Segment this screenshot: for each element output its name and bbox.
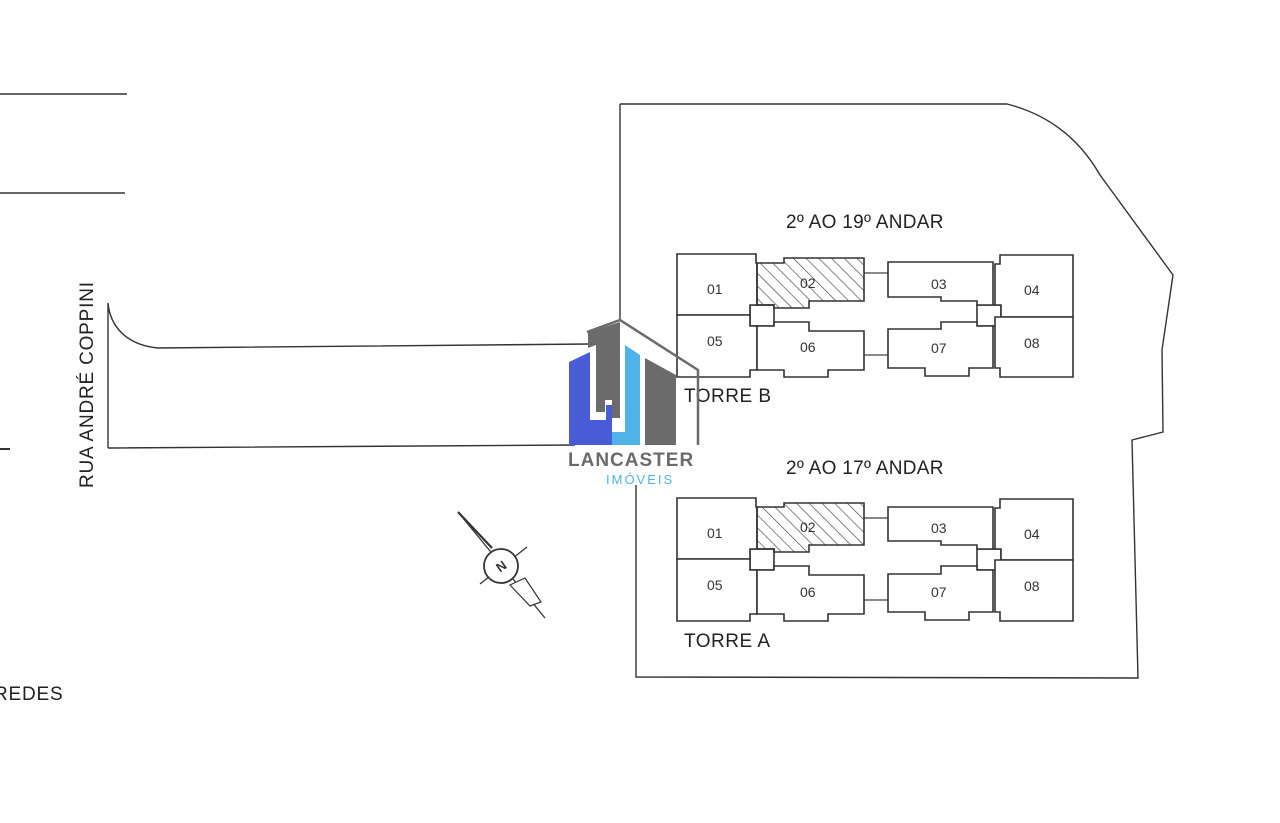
logo-subtitle: IMÓVEIS	[606, 472, 674, 487]
tower-b-unit-03	[887, 261, 994, 306]
tower-a-unit-07	[887, 565, 994, 621]
tower-a-unit-03-label: 03	[931, 520, 947, 536]
tower-a-unit-08	[994, 559, 1074, 622]
lancaster-logo: LANCASTER IMÓVEIS	[568, 318, 700, 487]
tower-b-unit-02-label: 02	[800, 275, 816, 291]
tower-b: 2º AO 19º ANDAR 01 02 03 04 05 06 07 08 …	[676, 212, 1074, 407]
tower-b-unit-07-label: 07	[931, 340, 947, 356]
tower-a-unit-06-label: 06	[800, 584, 816, 600]
tower-a-name: TORRE A	[684, 631, 771, 652]
tower-b-unit-06	[756, 321, 865, 378]
tower-b-unit-08	[994, 316, 1074, 378]
tower-b-unit-08-label: 08	[1024, 335, 1040, 351]
street-label-bottom: REDES	[0, 684, 63, 705]
tower-b-unit-07	[887, 321, 994, 377]
tower-b-unit-04-label: 04	[1024, 282, 1040, 298]
tower-a-unit-02-label: 02	[800, 519, 816, 535]
tower-b-unit-02	[756, 257, 865, 309]
tower-a-unit-06	[756, 565, 865, 622]
tower-a-unit-02	[756, 502, 865, 553]
tower-a-unit-08-label: 08	[1024, 578, 1040, 594]
tower-b-unit-05-label: 05	[707, 333, 723, 349]
tower-a-unit-05-label: 05	[707, 577, 723, 593]
tower-b-unit-01-label: 01	[707, 281, 723, 297]
tower-a-unit-03	[887, 506, 994, 550]
tower-b-unit-03-label: 03	[931, 276, 947, 292]
north-arrow: N	[457, 511, 546, 619]
tower-a-unit-04-label: 04	[1024, 526, 1040, 542]
street-label-vertical: RUA ANDRÉ COPPINI	[77, 281, 98, 488]
logo-name: LANCASTER	[568, 450, 694, 471]
tower-a-unit-07-label: 07	[931, 584, 947, 600]
tower-a-unit-01-label: 01	[707, 525, 723, 541]
property-boundary	[619, 103, 1174, 679]
tower-b-floors: 2º AO 19º ANDAR	[786, 212, 944, 233]
tower-b-unit-06-label: 06	[800, 339, 816, 355]
tower-a: 2º AO 17º ANDAR 01 02 03 04 05 06 07 08 …	[676, 458, 1074, 652]
tower-a-floors: 2º AO 17º ANDAR	[786, 458, 944, 479]
compass-icon	[483, 548, 519, 584]
access-road	[107, 302, 591, 449]
tower-b-name: TORRE B	[684, 386, 772, 407]
